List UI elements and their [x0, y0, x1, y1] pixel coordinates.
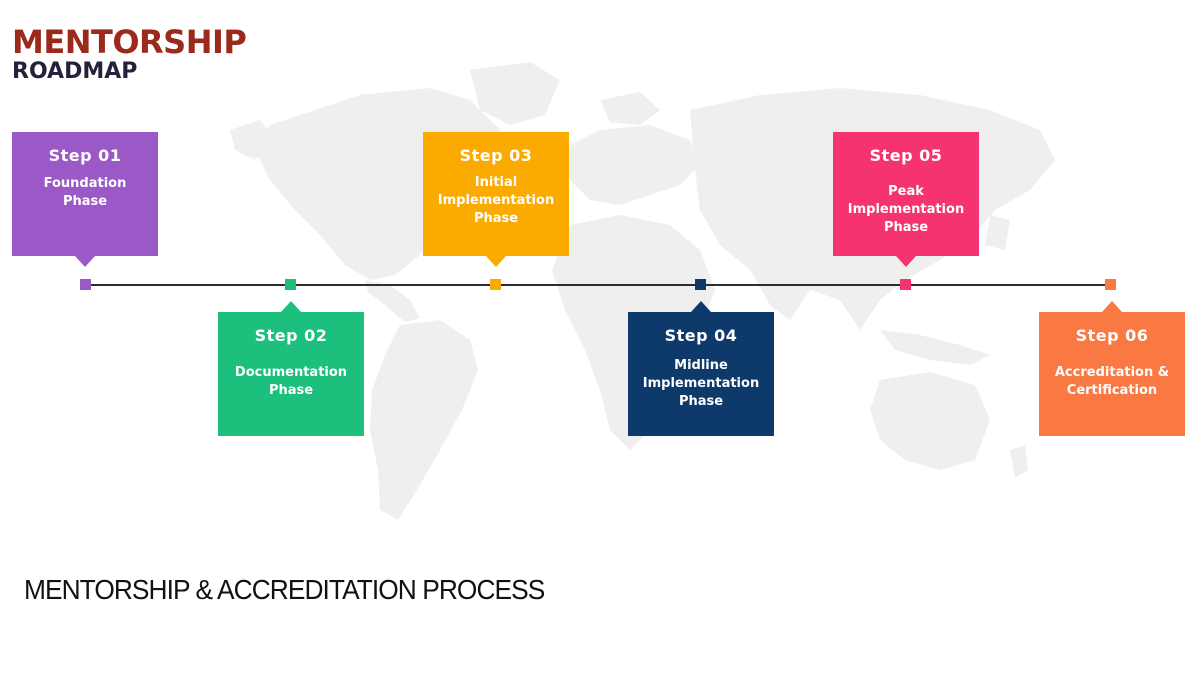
phase-label: Midline Implementation Phase	[642, 358, 760, 409]
step-label: Step 01	[48, 146, 122, 165]
step-label: Step 05	[869, 146, 943, 165]
timeline-marker-step-6	[1105, 279, 1116, 290]
step-label: Step 04	[664, 326, 738, 345]
timeline-marker-step-2	[285, 279, 296, 290]
step-card-1: Step 01 Foundation Phase	[12, 132, 158, 267]
timeline-line	[85, 284, 1112, 286]
phase-label: Peak Implementation Phase	[847, 184, 965, 235]
card-pointer	[1102, 301, 1122, 312]
title-line-2: ROADMAP	[12, 59, 138, 84]
step-card-4: Step 04 Midline Implementation Phase	[628, 301, 774, 436]
card-pointer	[691, 301, 711, 312]
phase-label: Documentation Phase	[234, 365, 348, 398]
phase-label: Accreditation & Certification	[1054, 365, 1170, 398]
step-card-3: Step 03 Initial Implementation Phase	[423, 132, 569, 267]
card-pointer	[75, 256, 95, 267]
phase-label: Foundation Phase	[43, 176, 127, 209]
step-card-2: Step 02 Documentation Phase	[218, 301, 364, 436]
timeline-marker-step-4	[695, 279, 706, 290]
timeline-marker-step-3	[490, 279, 501, 290]
timeline-marker-step-1	[80, 279, 91, 290]
step-card-5: Step 05 Peak Implementation Phase	[833, 132, 979, 267]
title-line-1: MENTORSHIP	[12, 23, 247, 61]
phase-label: Initial Implementation Phase	[437, 175, 555, 226]
step-card-6: Step 06 Accreditation & Certification	[1039, 301, 1185, 436]
step-label: Step 06	[1075, 326, 1149, 345]
step-label: Step 02	[254, 326, 328, 345]
step-label: Step 03	[459, 146, 533, 165]
card-pointer	[281, 301, 301, 312]
card-pointer	[896, 256, 916, 267]
process-caption: MENTORSHIP & ACCREDITATION PROCESS	[24, 574, 545, 605]
timeline-marker-step-5	[900, 279, 911, 290]
card-pointer	[486, 256, 506, 267]
